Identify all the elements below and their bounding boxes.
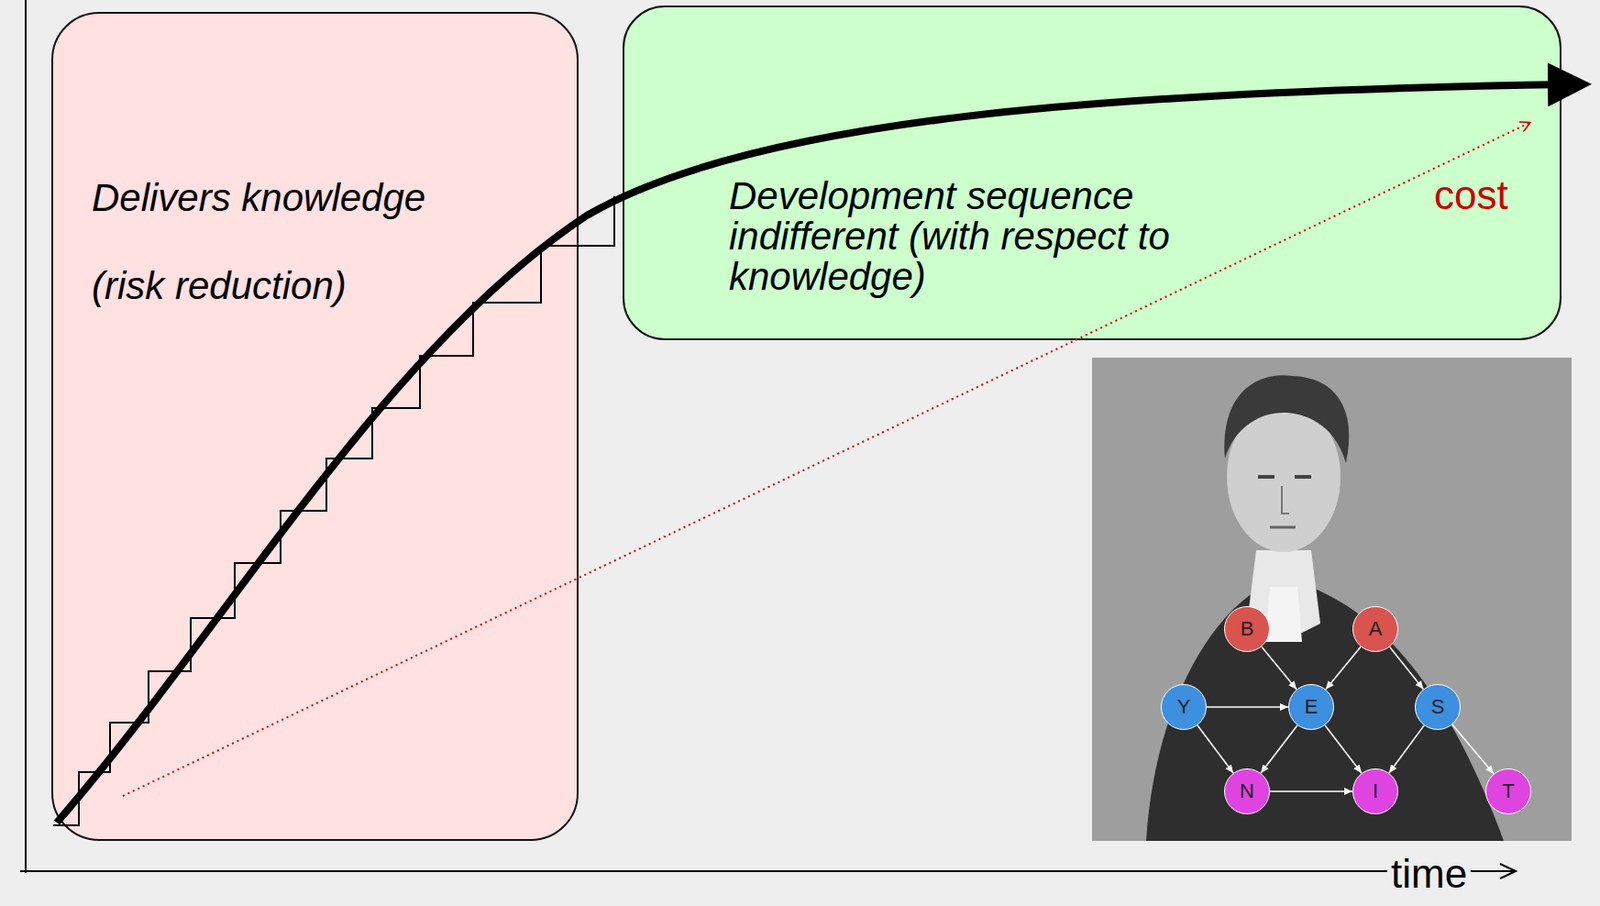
region-box: Development sequence indifferent (with r…: [622, 5, 1562, 341]
node-letter: A: [1368, 618, 1383, 640]
step-line: [53, 196, 615, 826]
node-letter: Y: [1177, 696, 1192, 718]
network-arrow: [1390, 647, 1424, 690]
portrait-illustration: [1092, 357, 1572, 841]
node-letter: S: [1431, 696, 1446, 718]
network-arrow: [1269, 790, 1353, 793]
region-text: (risk reduction): [91, 263, 569, 309]
network-arrow: [1325, 646, 1361, 689]
network-node: I: [1352, 768, 1399, 815]
network-node: Y: [1160, 684, 1207, 730]
node-letter: N: [1239, 781, 1255, 802]
network-arrow: [1197, 725, 1234, 773]
network-node: B: [1224, 606, 1270, 652]
node-letter: I: [1372, 781, 1379, 802]
node-letter: T: [1501, 781, 1514, 802]
cost-label: cost: [1434, 172, 1509, 220]
network-arrow: [1260, 725, 1298, 773]
axis-arrow: [1500, 863, 1516, 879]
network-arrow: [1206, 706, 1289, 708]
network-arrow: [1452, 724, 1494, 774]
network-arrow: [1324, 725, 1362, 773]
network-node: N: [1224, 768, 1270, 815]
network-arrow: [1261, 646, 1297, 689]
node-letter: E: [1304, 696, 1319, 718]
region-text: Delivers knowledge: [91, 175, 569, 221]
node-letter: B: [1240, 618, 1255, 640]
network-node: A: [1352, 606, 1399, 652]
region-text: Development sequence indifferent (with r…: [728, 176, 1229, 298]
network-arrow: [1389, 725, 1424, 773]
network-node: E: [1288, 684, 1335, 730]
network-node: T: [1485, 768, 1532, 815]
region-box: Delivers knowledge (risk reduction): [51, 11, 579, 841]
x-axis: [20, 870, 1515, 872]
network-node: S: [1414, 684, 1461, 730]
y-axis: [24, 0, 27, 873]
axis-label: time: [1387, 850, 1471, 898]
